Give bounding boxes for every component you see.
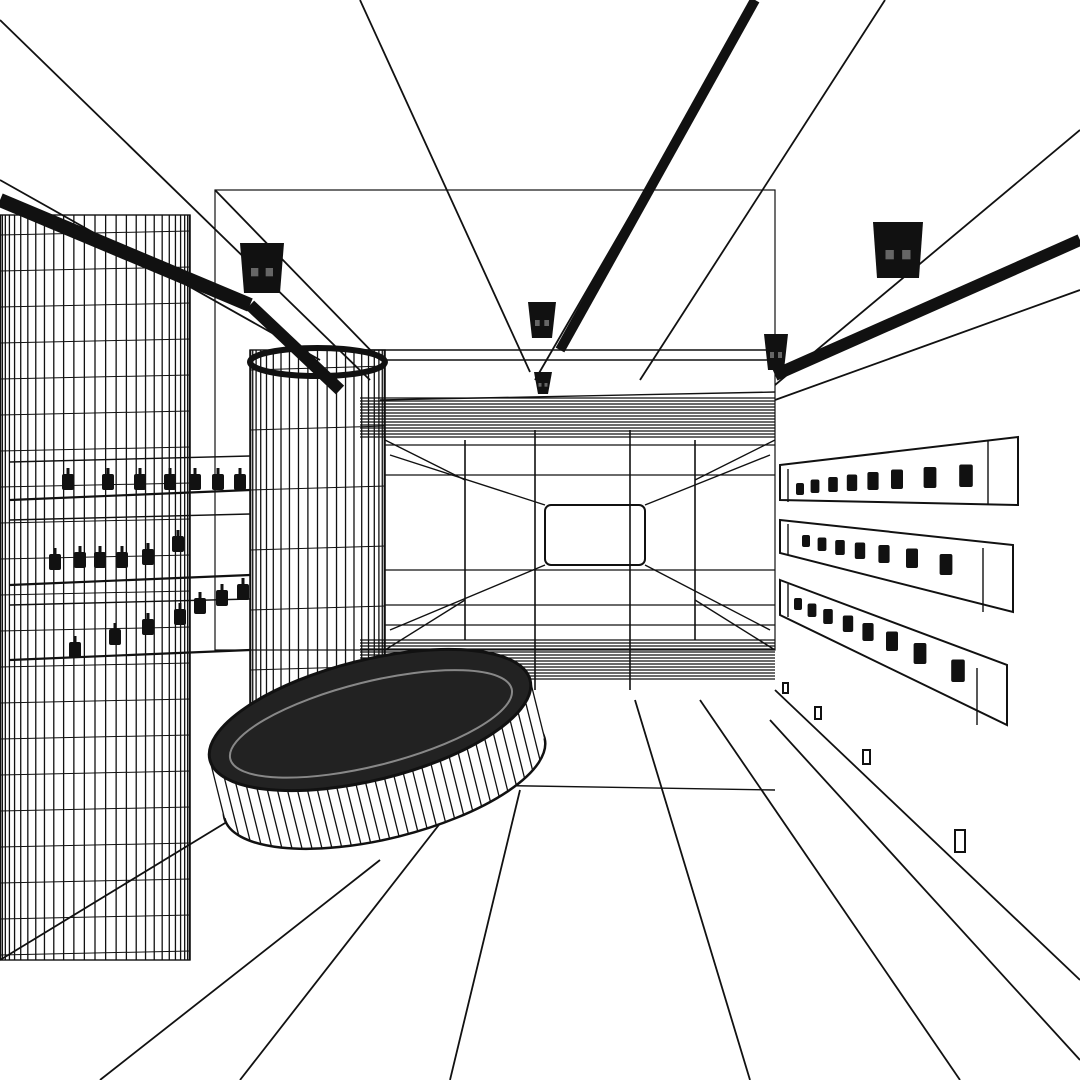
wall-switch-icons: [782, 682, 966, 853]
oval-display-table: [207, 647, 547, 851]
back-wall: [214, 189, 776, 651]
right-shelves: [779, 435, 1019, 727]
cylindrical-pillars: [0, 214, 388, 961]
ceiling-track-beams: [0, 0, 1080, 395]
display-tunnel: [360, 397, 776, 690]
spotlight-icons: [240, 222, 923, 394]
left-shelves: [9, 455, 251, 662]
